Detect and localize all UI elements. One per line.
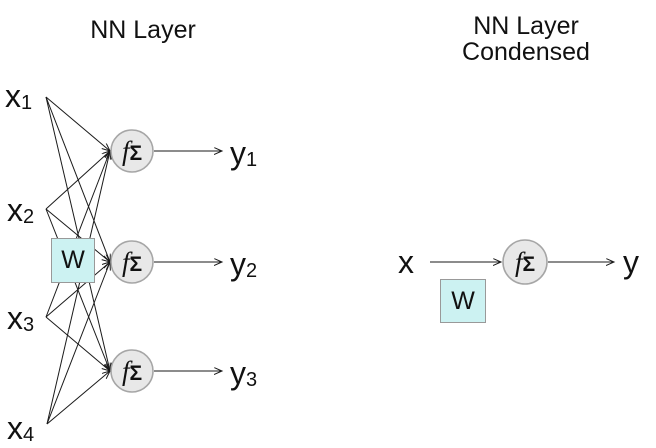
- neuron-circle-condensed: [502, 239, 548, 285]
- weight-label: W: [451, 286, 475, 315]
- output-label-y1: y1: [230, 135, 258, 171]
- output-label-y: y: [623, 244, 639, 280]
- neuron-symbol-3: fΣ: [121, 355, 143, 386]
- connection-line: [45, 96, 110, 151]
- neuron-symbol-1: fΣ: [121, 135, 143, 166]
- right-diagram-title: NN Layer Condensed: [426, 13, 626, 65]
- left-diagram-title: NN Layer: [90, 16, 196, 44]
- connection-line: [46, 262, 110, 425]
- output-label-y2: y2: [230, 246, 258, 282]
- left-output-arrows: [154, 151, 222, 371]
- input-label-x: x: [398, 244, 414, 280]
- input-label-x2: x2: [7, 192, 35, 228]
- neuron-symbol-2: fΣ: [121, 246, 143, 277]
- input-label-x1: x1: [5, 78, 33, 114]
- neuron-circle-1: [110, 129, 154, 173]
- weight-box-right: W: [440, 279, 486, 323]
- left-connection-lines: [45, 96, 110, 425]
- neuron-symbol-condensed: fΣ: [514, 246, 536, 277]
- input-label-x4: x4: [7, 410, 35, 446]
- weight-box-left: W: [51, 238, 95, 283]
- weight-label: W: [61, 246, 85, 274]
- connection-line: [46, 371, 110, 425]
- connection-line: [46, 151, 110, 425]
- connection-line: [45, 208, 110, 262]
- neuron-circle-3: [110, 349, 154, 393]
- output-label-y3: y3: [230, 355, 258, 391]
- connection-line: [45, 151, 110, 210]
- right-title-line1: NN Layer: [473, 12, 579, 40]
- right-title-line2: Condensed: [462, 38, 590, 66]
- neuron-circle-2: [110, 240, 154, 284]
- connection-line: [45, 151, 110, 318]
- input-label-x3: x3: [7, 300, 35, 336]
